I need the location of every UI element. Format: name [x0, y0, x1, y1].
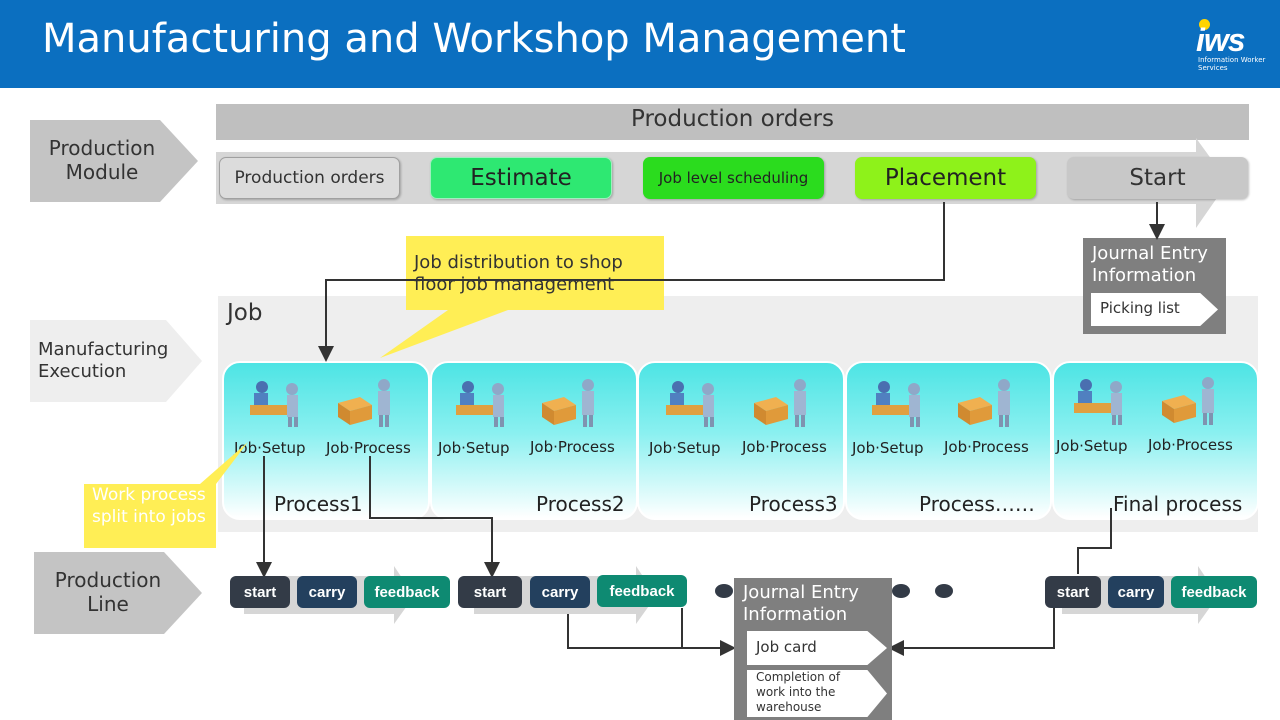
journal-entry-bottom-title: Journal Entry Information — [743, 582, 859, 625]
job-setup-worker-icon-5 — [1074, 379, 1122, 425]
logo-subtitle: Information Worker Services — [1198, 56, 1266, 72]
process-name-1: Process1 — [274, 492, 363, 516]
process-name-5: Final process — [1113, 492, 1243, 516]
completion-item: Completion of work into the warehouse — [747, 670, 887, 717]
job-process-worker-icon-3 — [754, 379, 806, 427]
production-header-label: Production orders — [631, 106, 834, 132]
tab-estimate[interactable]: Estimate — [430, 157, 612, 199]
job-setup-worker-icon-4 — [872, 381, 920, 427]
step-carry-2[interactable]: carry — [530, 576, 590, 608]
ellipsis-dot-3 — [935, 584, 953, 598]
job-setup-label-2: Job·Setup — [438, 439, 510, 457]
logo-dot — [1199, 19, 1210, 30]
journal-entry-top-title: Journal Entry Information — [1092, 243, 1208, 286]
manufacturing-execution-label: Manufacturing Execution — [38, 339, 169, 382]
job-setup-worker-icon-2 — [456, 381, 504, 427]
split-callout-shape — [84, 442, 248, 548]
split-callout-text: Work process split into jobs — [92, 485, 206, 527]
step-feedback-1[interactable]: feedback — [364, 576, 450, 608]
step-start-3[interactable]: start — [1045, 576, 1101, 608]
process-name-3: Process3 — [749, 492, 838, 516]
step-feedback-3[interactable]: feedback — [1171, 576, 1257, 608]
job-process-label-5: Job·Process — [1148, 436, 1233, 454]
job-process-label-2: Job·Process — [530, 438, 615, 456]
manufacturing-execution-chevron — [30, 320, 202, 402]
job-process-label-3: Job·Process — [742, 438, 827, 456]
job-setup-label-1: Job·Setup — [234, 439, 306, 457]
distribution-callout-shape — [380, 236, 664, 358]
ellipsis-dot-1 — [715, 584, 733, 598]
production-module-chevron — [30, 120, 198, 202]
step-start-2[interactable]: start — [458, 576, 522, 608]
job-process-label-1: Job·Process — [326, 439, 411, 457]
job-process-worker-icon-2 — [542, 379, 594, 427]
production-line-label: Production Line — [54, 568, 162, 616]
step-carry-3[interactable]: carry — [1108, 576, 1164, 608]
picking-list-item: Picking list — [1091, 293, 1218, 326]
job-setup-label-4: Job·Setup — [852, 439, 924, 457]
tab-production-orders[interactable]: Production orders — [219, 157, 400, 199]
job-setup-label-5: Job·Setup — [1056, 437, 1128, 455]
job-process-worker-icon-5 — [1162, 377, 1214, 425]
production-header-band — [216, 104, 1249, 140]
ellipsis-dot-2 — [892, 584, 910, 598]
production-module-label: Production Module — [48, 136, 156, 184]
job-setup-worker-icon-1 — [250, 381, 298, 427]
step-feedback-2[interactable]: feedback — [597, 575, 687, 607]
page-title: Manufacturing and Workshop Management — [42, 16, 906, 62]
logo: iws — [1196, 22, 1246, 58]
production-line-chevron — [34, 552, 202, 634]
title-bar — [0, 0, 1280, 88]
job-setup-label-3: Job·Setup — [649, 439, 721, 457]
tab-job-level-scheduling[interactable]: Job level scheduling — [643, 157, 824, 199]
step-start-1[interactable]: start — [230, 576, 290, 608]
job-card-item: Job card — [747, 631, 887, 665]
step-carry-1[interactable]: carry — [297, 576, 357, 608]
job-label: Job — [227, 300, 263, 326]
process-box-3 — [637, 361, 845, 520]
process-name-4: Process…… — [919, 492, 1035, 516]
job-process-worker-icon-4 — [958, 379, 1010, 427]
job-process-label-4: Job·Process — [944, 438, 1029, 456]
job-process-worker-icon-1 — [338, 379, 390, 427]
tab-start[interactable]: Start — [1067, 157, 1248, 199]
job-setup-worker-icon-3 — [666, 381, 714, 427]
tab-placement[interactable]: Placement — [855, 157, 1036, 199]
process-name-2: Process2 — [536, 492, 625, 516]
